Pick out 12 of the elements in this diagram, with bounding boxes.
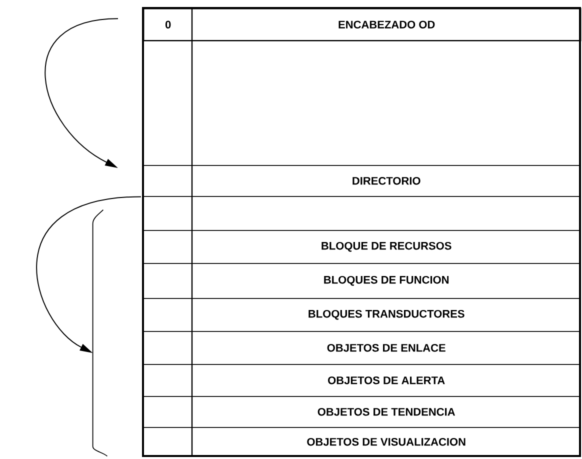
table-row: OBJETOS DE ENLACE: [143, 331, 581, 365]
table-row: BLOQUE DE RECURSOS: [143, 230, 581, 264]
table-row: BLOQUES TRANSDUCTORES: [143, 298, 581, 332]
table-row: OBJETOS DE ALERTA: [143, 364, 581, 397]
table-row: BLOQUES DE FUNCION: [143, 263, 581, 299]
table-row: OBJETOS DE TENDENCIA: [143, 396, 581, 428]
table-header-row: 0 ENCABEZADO OD: [143, 8, 582, 42]
curved-arrow: [36, 196, 142, 353]
table-row: DIRECTORIO: [143, 165, 581, 197]
bracket: [92, 209, 108, 457]
table-row: OBJETOS DE VISUALIZACION: [143, 427, 581, 457]
curved-arrow: [44, 18, 118, 168]
